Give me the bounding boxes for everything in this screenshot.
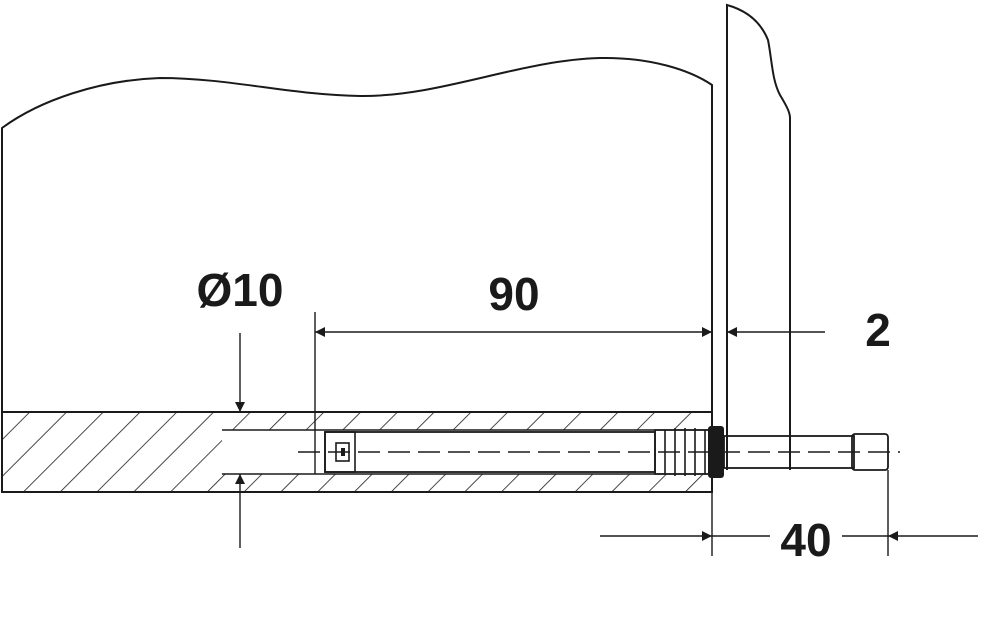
cabinet-panel-outline bbox=[0, 56, 713, 412]
door-panel-outline bbox=[726, 3, 791, 470]
dim-90-label: 90 bbox=[488, 268, 539, 320]
dim-2-label: 2 bbox=[865, 304, 891, 356]
dim-40-label: 40 bbox=[780, 514, 831, 566]
dim-diameter-label: Ø10 bbox=[197, 264, 284, 316]
